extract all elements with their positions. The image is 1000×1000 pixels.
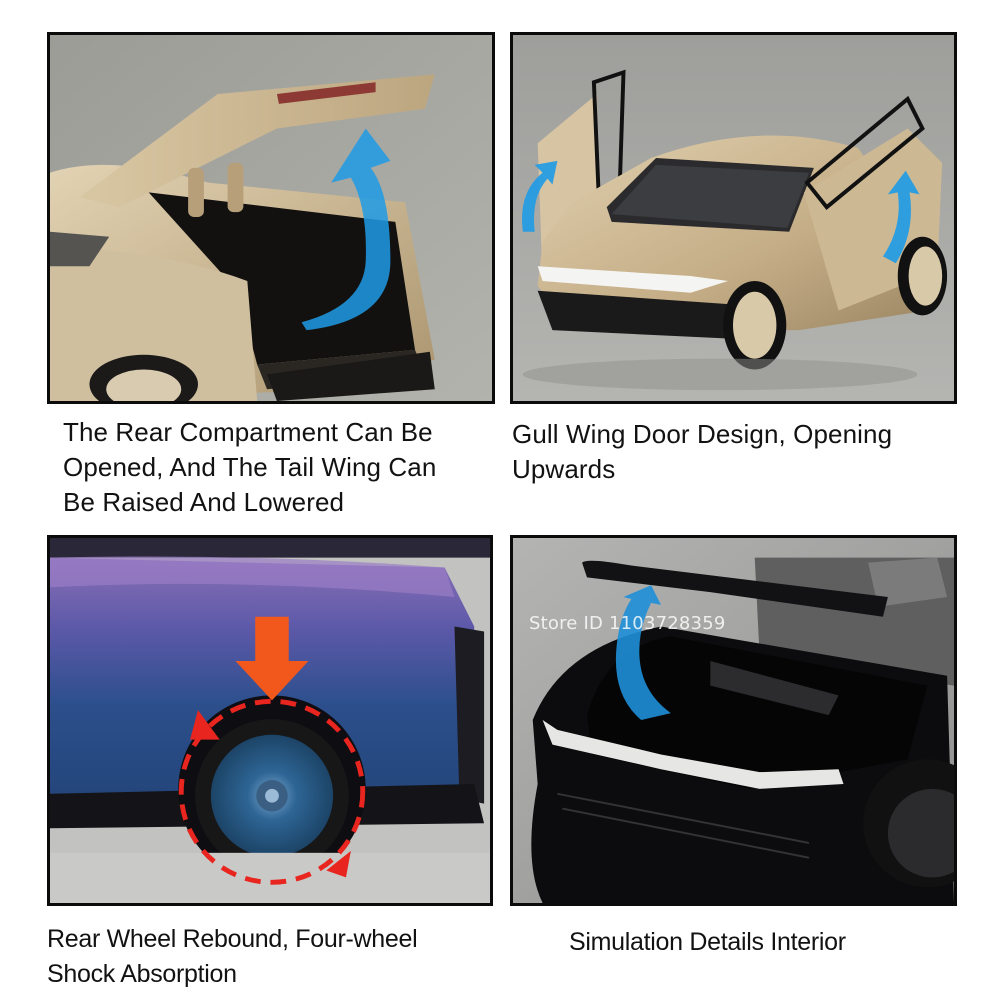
caption-line: Shock Absorption [47,960,237,988]
photo-rear-compartment [47,32,495,404]
caption-rear-compartment: The Rear Compartment Can Be Opened, And … [63,415,503,520]
car-wheel-suspension-illustration [50,538,490,903]
caption-line: Opened, And The Tail Wing Can [63,452,437,482]
photo-rear-wheel-rebound [47,535,493,906]
caption-line: The Rear Compartment Can Be [63,417,433,447]
caption-line: Gull Wing Door Design, Opening [512,419,893,449]
caption-line: Be Raised And Lowered [63,487,345,517]
car-gull-wing-illustration [513,35,954,401]
caption-simulation-interior: Simulation Details Interior [569,925,929,960]
photo-simulation-interior [510,535,957,906]
car-rear-compartment-illustration [50,35,492,401]
photo-gull-wing-doors [510,32,957,404]
caption-rear-wheel-rebound: Rear Wheel Rebound, Four-wheel Shock Abs… [47,922,507,992]
caption-line: Upwards [512,454,616,484]
caption-gull-wing-doors: Gull Wing Door Design, Opening Upwards [512,417,962,487]
caption-line: Simulation Details Interior [569,928,846,956]
car-trunk-interior-illustration [513,538,954,903]
caption-line: Rear Wheel Rebound, Four-wheel [47,925,418,953]
